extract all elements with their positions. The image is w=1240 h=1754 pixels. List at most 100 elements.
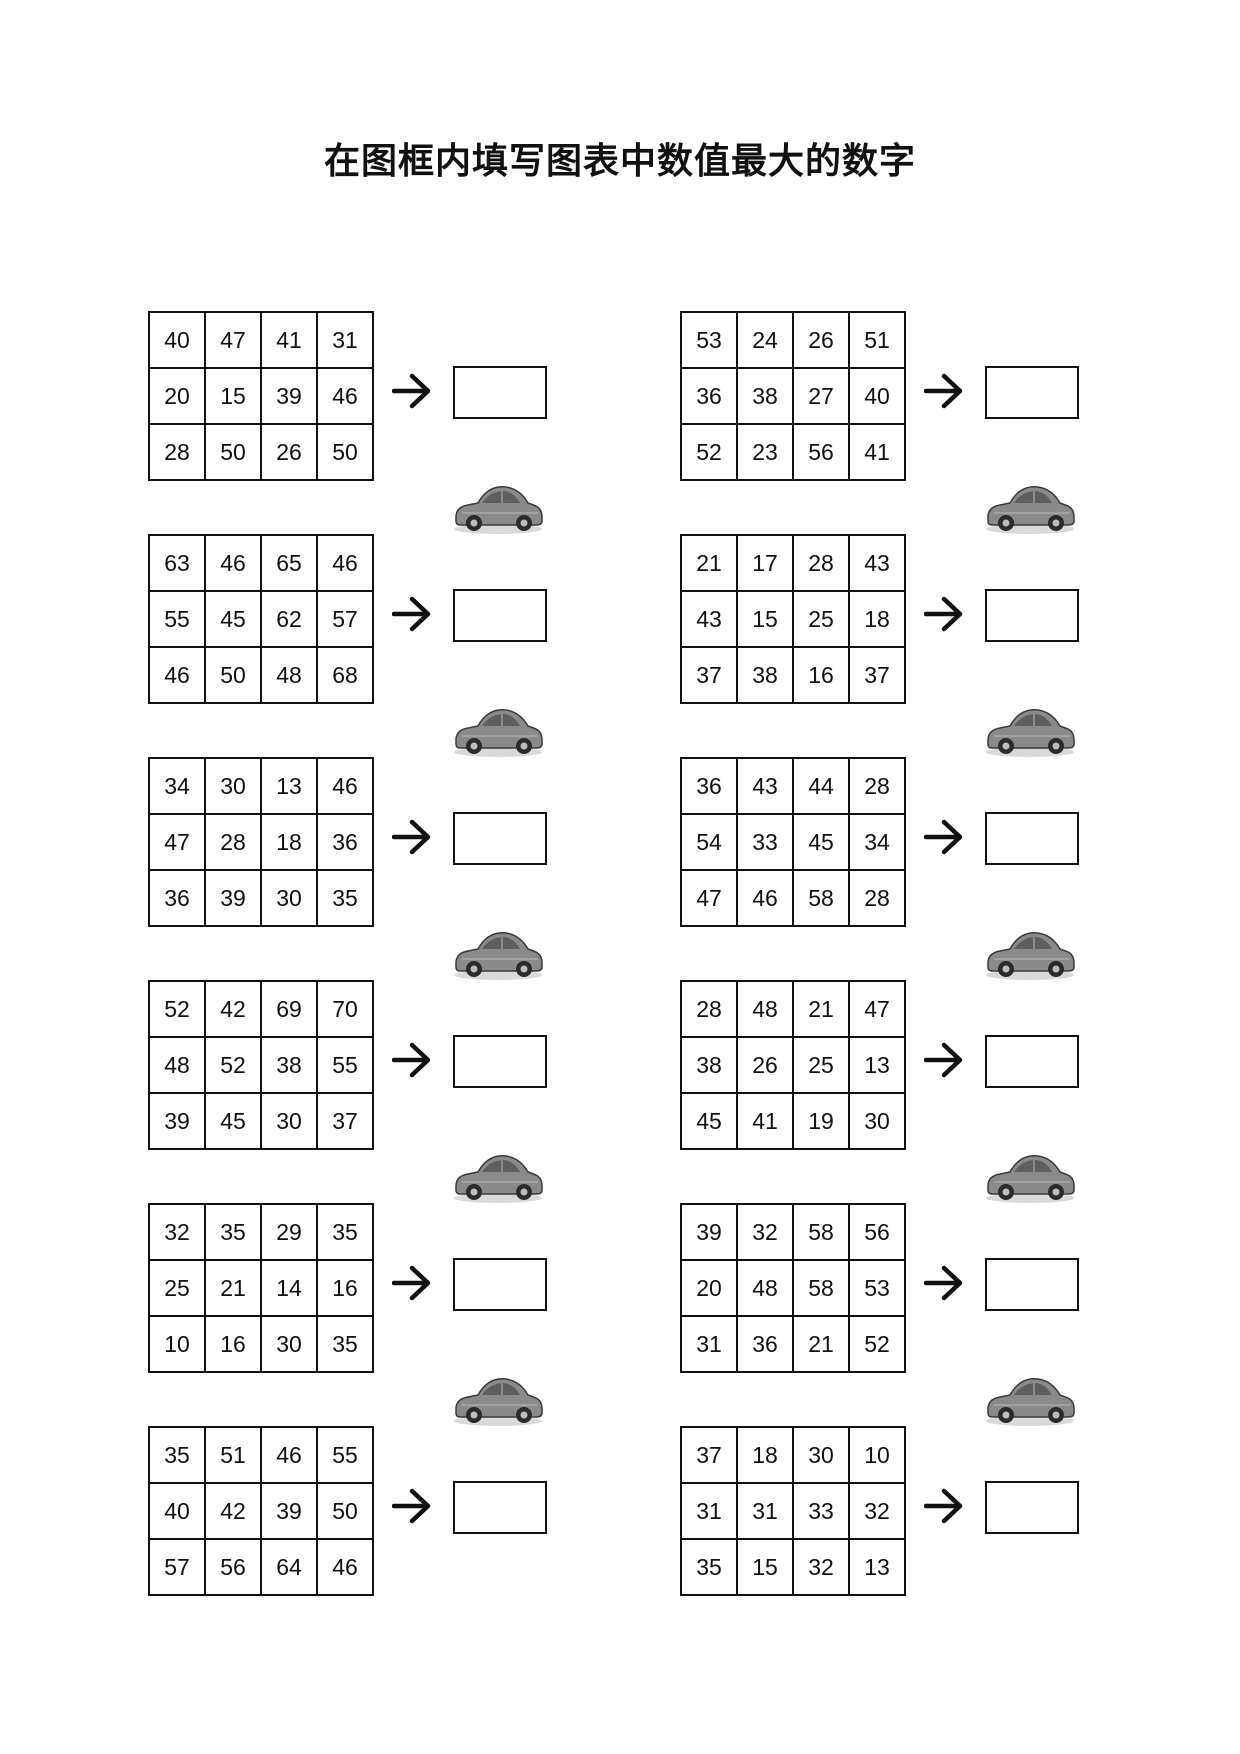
grid-cell: 35 bbox=[316, 869, 374, 927]
answer-box[interactable] bbox=[453, 1258, 547, 1311]
grid-cell: 30 bbox=[848, 1092, 906, 1150]
right-arrow-icon bbox=[391, 1263, 434, 1303]
grid-cell: 46 bbox=[204, 534, 262, 592]
car-icon bbox=[982, 925, 1078, 981]
grid-cell: 14 bbox=[260, 1259, 318, 1317]
grid-cell: 17 bbox=[736, 534, 794, 592]
answer-box[interactable] bbox=[985, 1035, 1079, 1088]
grid-cell: 52 bbox=[680, 423, 738, 481]
grid-cell: 46 bbox=[316, 1538, 374, 1596]
grid-cell: 36 bbox=[680, 757, 738, 815]
grid-cell: 70 bbox=[316, 980, 374, 1038]
grid-cell: 26 bbox=[736, 1036, 794, 1094]
grid-cell: 26 bbox=[792, 311, 850, 369]
grid-cell: 35 bbox=[316, 1203, 374, 1261]
answer-box[interactable] bbox=[453, 812, 547, 865]
grid-cell: 18 bbox=[736, 1426, 794, 1484]
grid-cell: 55 bbox=[148, 590, 206, 648]
grid-cell: 15 bbox=[736, 1538, 794, 1596]
grid-cell: 38 bbox=[736, 646, 794, 704]
grid-cell: 50 bbox=[316, 423, 374, 481]
answer-box[interactable] bbox=[985, 1258, 1079, 1311]
answer-box[interactable] bbox=[985, 366, 1079, 419]
grid-cell: 38 bbox=[736, 367, 794, 425]
grid-cell: 34 bbox=[848, 813, 906, 871]
grid-cell: 31 bbox=[680, 1482, 738, 1540]
grid-cell: 35 bbox=[204, 1203, 262, 1261]
grid-cell: 16 bbox=[316, 1259, 374, 1317]
grid-cell: 50 bbox=[204, 646, 262, 704]
answer-box[interactable] bbox=[985, 589, 1079, 642]
grid-cell: 13 bbox=[848, 1036, 906, 1094]
grid-cell: 36 bbox=[316, 813, 374, 871]
grid-cell: 36 bbox=[148, 869, 206, 927]
grid-cell: 47 bbox=[204, 311, 262, 369]
answer-box[interactable] bbox=[985, 812, 1079, 865]
grid-cell: 43 bbox=[736, 757, 794, 815]
grid-cell: 41 bbox=[848, 423, 906, 481]
grid-cell: 10 bbox=[848, 1426, 906, 1484]
grid-cell: 42 bbox=[204, 980, 262, 1038]
grid-cell: 21 bbox=[792, 1315, 850, 1373]
grid-cell: 45 bbox=[204, 1092, 262, 1150]
grid-cell: 39 bbox=[204, 869, 262, 927]
answer-box[interactable] bbox=[453, 1481, 547, 1534]
car-icon bbox=[450, 1371, 546, 1427]
answer-box[interactable] bbox=[985, 1481, 1079, 1534]
grid-cell: 52 bbox=[848, 1315, 906, 1373]
right-arrow-icon bbox=[923, 817, 966, 857]
grid-cell: 29 bbox=[260, 1203, 318, 1261]
grid-cell: 53 bbox=[848, 1259, 906, 1317]
grid-cell: 35 bbox=[316, 1315, 374, 1373]
answer-box[interactable] bbox=[453, 589, 547, 642]
answer-box[interactable] bbox=[453, 366, 547, 419]
grid-cell: 46 bbox=[148, 646, 206, 704]
grid-cell: 23 bbox=[736, 423, 794, 481]
car-icon bbox=[450, 702, 546, 758]
grid-cell: 50 bbox=[316, 1482, 374, 1540]
grid-cell: 58 bbox=[792, 1259, 850, 1317]
grid-cell: 37 bbox=[680, 646, 738, 704]
grid-cell: 32 bbox=[736, 1203, 794, 1261]
grid-cell: 13 bbox=[260, 757, 318, 815]
car-icon bbox=[982, 702, 1078, 758]
grid-cell: 57 bbox=[316, 590, 374, 648]
grid-cell: 18 bbox=[260, 813, 318, 871]
grid-cell: 21 bbox=[204, 1259, 262, 1317]
grid-cell: 15 bbox=[204, 367, 262, 425]
right-arrow-icon bbox=[923, 1486, 966, 1526]
grid-cell: 30 bbox=[260, 869, 318, 927]
grid-cell: 48 bbox=[736, 980, 794, 1038]
grid-cell: 55 bbox=[316, 1036, 374, 1094]
grid-cell: 40 bbox=[148, 1482, 206, 1540]
grid-cell: 63 bbox=[148, 534, 206, 592]
grid-cell: 39 bbox=[148, 1092, 206, 1150]
answer-box[interactable] bbox=[453, 1035, 547, 1088]
grid-cell: 21 bbox=[792, 980, 850, 1038]
car-icon bbox=[982, 1148, 1078, 1204]
